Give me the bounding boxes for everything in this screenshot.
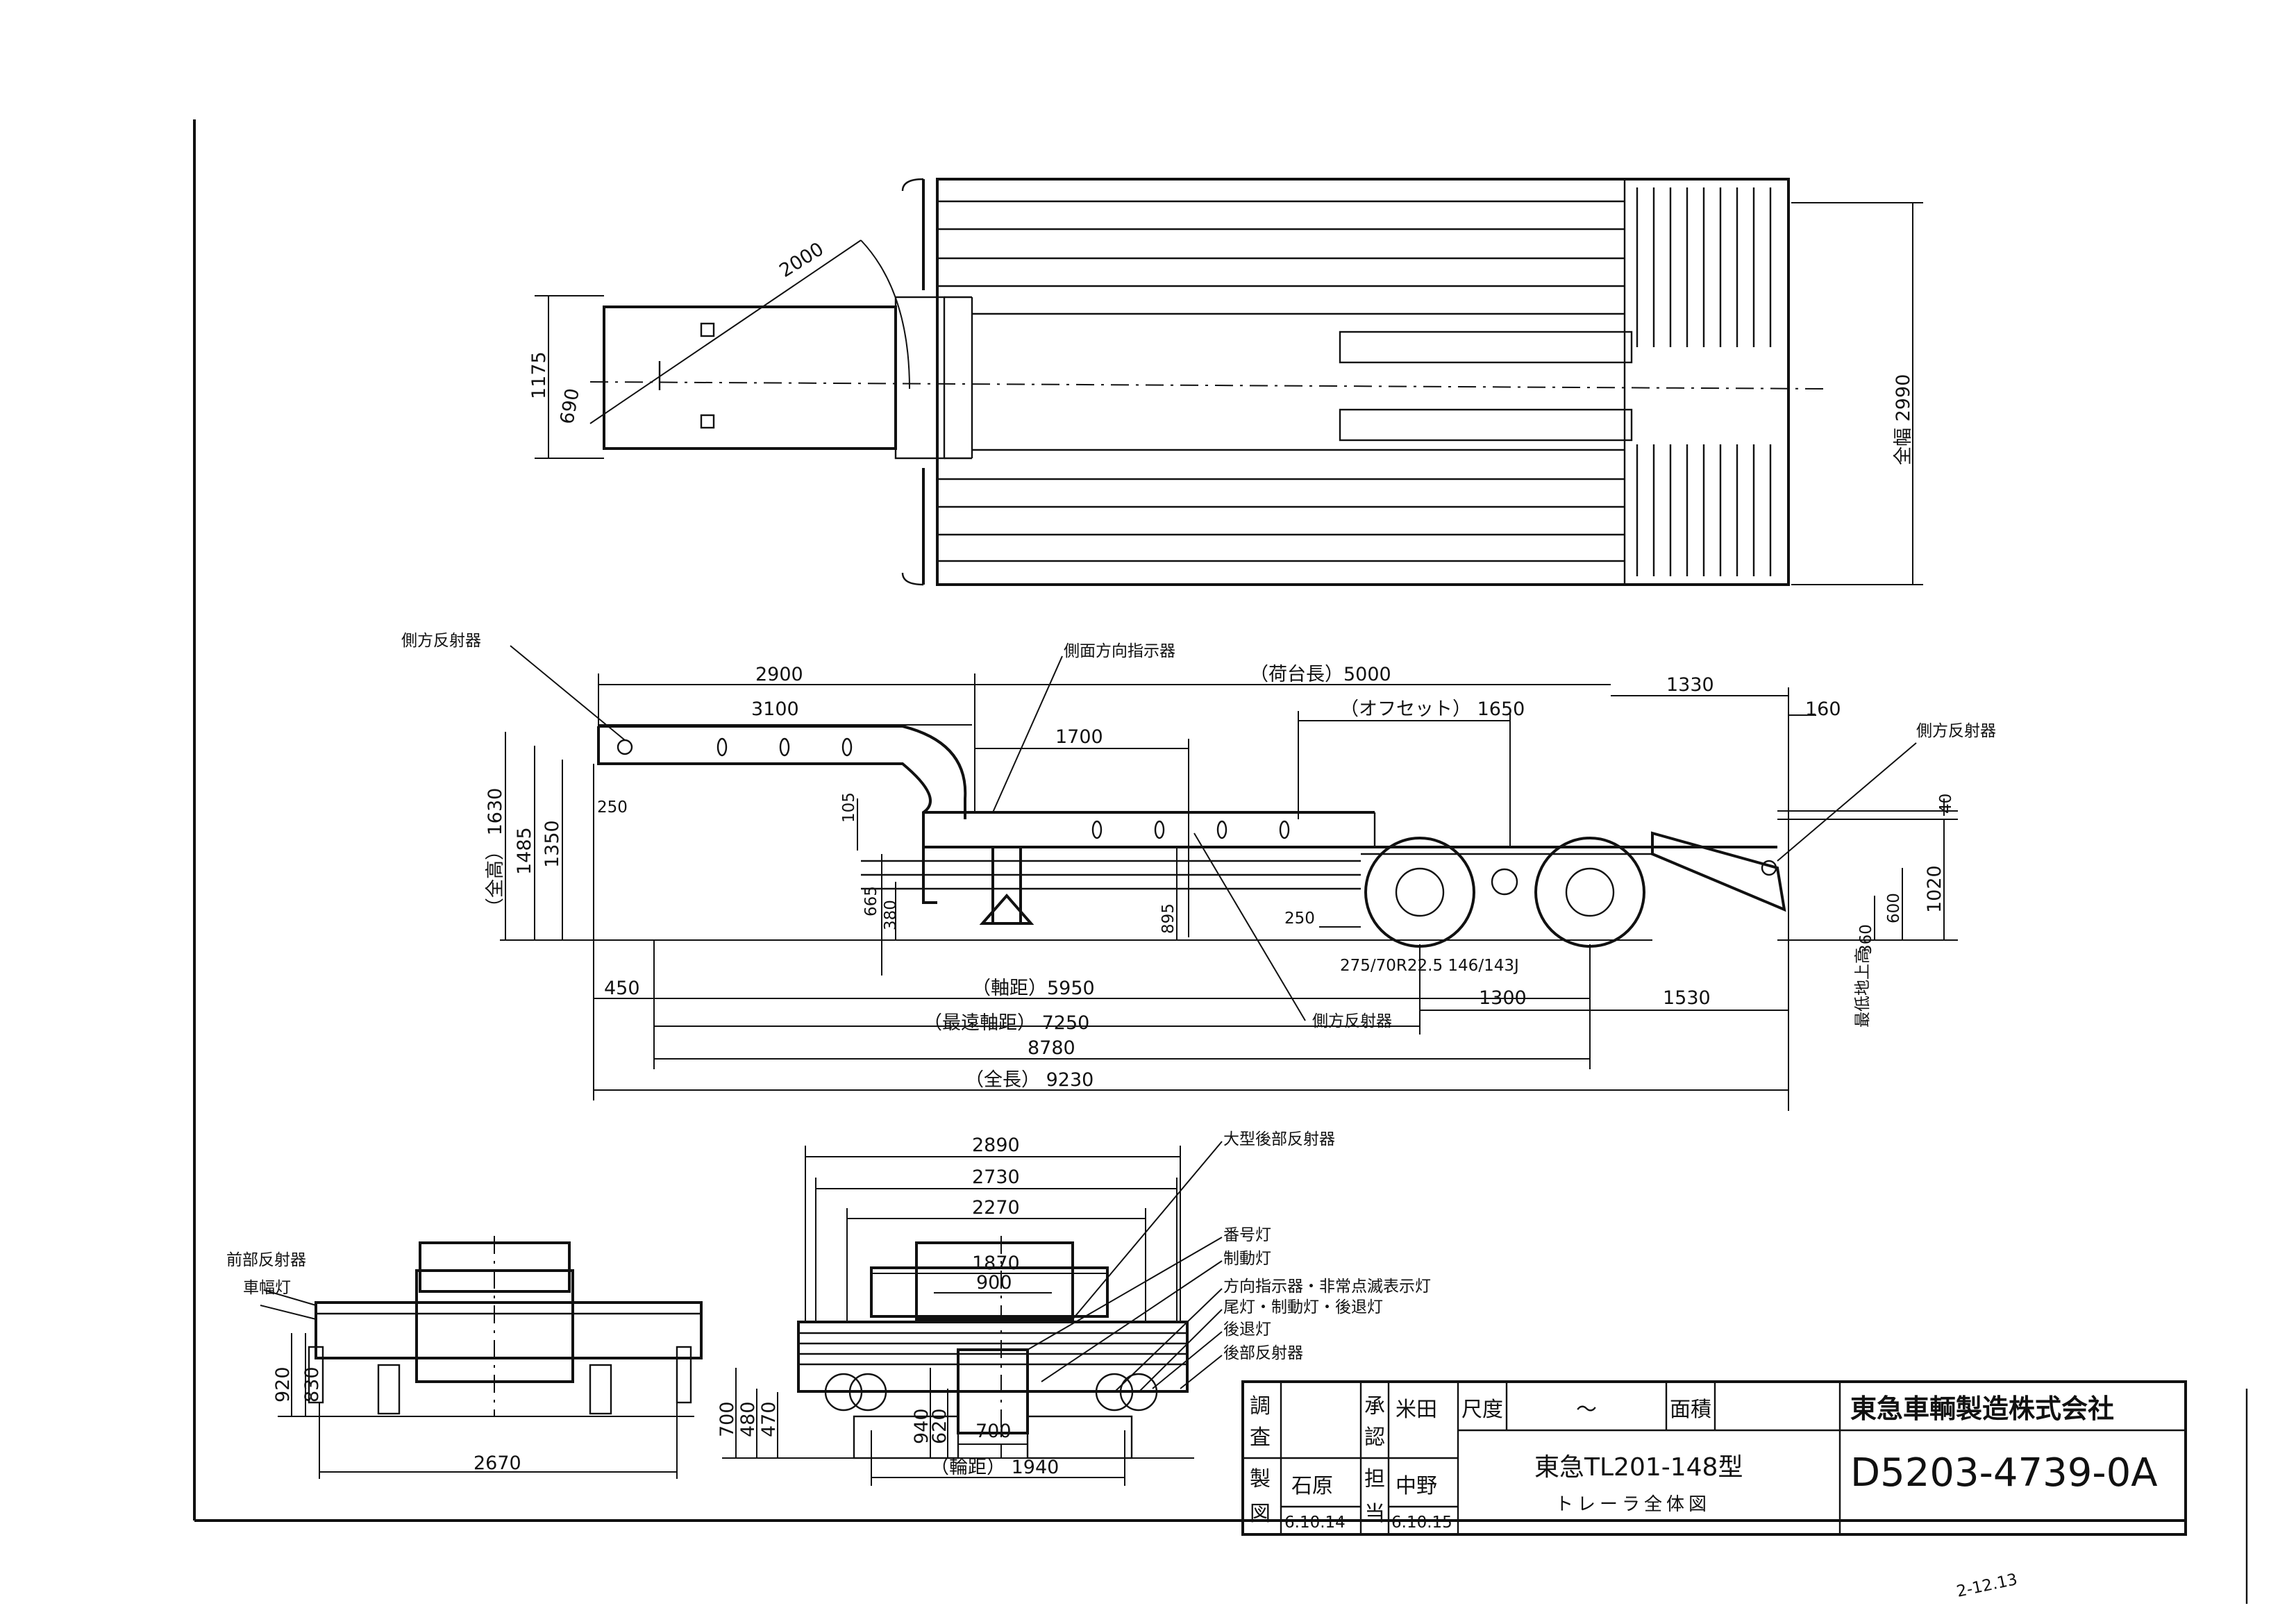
dim-830: 830 — [301, 1366, 323, 1403]
dim-2990: 全幅 2990 — [1893, 374, 1914, 465]
label-reflector-front: 側方反射器 — [401, 632, 481, 650]
label-large-rear-reflector: 大型後部反射器 — [1223, 1130, 1335, 1148]
dim-2000: 2000 — [776, 238, 828, 282]
dim-480: 480 — [737, 1401, 759, 1437]
label-tail-lamp: 尾灯・制動灯・後退灯 — [1223, 1298, 1383, 1316]
dim-700-horizontal: 700 — [975, 1421, 1012, 1442]
tb-chosa-2: 査 — [1250, 1425, 1271, 1450]
dim-overall-length: （全長） 9230 — [965, 1069, 1093, 1091]
tb-drawn-1: 製 — [1250, 1467, 1271, 1491]
dim-690: 690 — [556, 387, 583, 426]
dim-1175: 1175 — [528, 351, 550, 399]
dim-360: 360 — [1857, 924, 1875, 955]
label-stop-lamp: 制動灯 — [1223, 1250, 1271, 1268]
dim-2730: 2730 — [972, 1166, 1020, 1188]
tb-shonin-2: 認 — [1364, 1425, 1385, 1450]
dim-1700: 1700 — [1055, 726, 1103, 748]
dim-470: 470 — [758, 1401, 780, 1437]
margin-note: 2-12.13 — [1955, 1571, 2019, 1601]
label-reflector-mid: 側方反射器 — [1312, 1012, 1392, 1030]
tb-shonin-1: 承 — [1364, 1394, 1385, 1418]
tb-subtitle: トレーラ全体図 — [1555, 1494, 1711, 1515]
dim-offset: （オフセット） 1650 — [1340, 698, 1525, 720]
dim-1300: 1300 — [1479, 987, 1527, 1009]
dim-700-vertical: 700 — [717, 1401, 738, 1437]
rear-view — [722, 1141, 1223, 1486]
dim-max-wheelbase: （最遠軸距） 7250 — [923, 1012, 1089, 1034]
dim-1530: 1530 — [1663, 987, 1711, 1009]
front-view — [260, 1236, 703, 1479]
tb-scale-value: ～ — [1576, 1398, 1597, 1422]
dim-1870: 1870 — [972, 1253, 1020, 1274]
side-view — [500, 645, 1958, 1111]
title-block — [1241, 1380, 2187, 1536]
dim-250-rear: 250 — [1284, 910, 1315, 928]
dim-620: 620 — [929, 1408, 950, 1444]
tb-drawn-2: 図 — [1250, 1502, 1271, 1526]
dim-1330: 1330 — [1666, 674, 1714, 696]
tb-drawn-sign: 石原 — [1291, 1474, 1333, 1498]
label-ground-clearance: 最低地上高 — [1854, 948, 1872, 1028]
tb-area-label: 面積 — [1670, 1398, 1711, 1422]
dim-1350: 1350 — [542, 820, 563, 868]
dim-2670: 2670 — [474, 1453, 521, 1474]
dim-380: 380 — [882, 900, 900, 930]
dim-1020: 1020 — [1924, 865, 1945, 913]
dim-overall-height: （全高） 1630 — [485, 788, 506, 916]
tb-model: 東急TL201-148型 — [1534, 1453, 1743, 1482]
label-backup-lamp: 後退灯 — [1223, 1321, 1271, 1339]
tb-charge-sign: 中野 — [1396, 1474, 1437, 1498]
dim-track: （輪距） 1940 — [930, 1457, 1059, 1478]
dim-895: 895 — [1159, 903, 1178, 934]
tb-drawing-number: D5203-4739-0A — [1850, 1450, 2158, 1496]
dim-665: 665 — [862, 886, 880, 916]
tb-scale-label: 尺度 — [1461, 1398, 1503, 1422]
tb-chosa-1: 調 — [1250, 1394, 1271, 1418]
tb-company: 東急車輌製造株式会社 — [1850, 1393, 2114, 1424]
tb-charge-date: 6.10.15 — [1391, 1514, 1452, 1532]
dim-160: 160 — [1805, 698, 1841, 720]
dim-2900: 2900 — [755, 664, 803, 685]
dim-2890: 2890 — [972, 1135, 1020, 1156]
dim-900: 900 — [976, 1272, 1012, 1294]
label-turn-signal: 側面方向指示器 — [1064, 642, 1175, 660]
tb-drawn-date: 6.10.14 — [1284, 1514, 1346, 1532]
label-reflector-rear: 側方反射器 — [1916, 722, 1996, 740]
tb-charge-2: 当 — [1364, 1502, 1385, 1526]
label-plate-lamp: 番号灯 — [1223, 1226, 1271, 1244]
tb-charge-1: 担 — [1364, 1467, 1385, 1491]
dim-8780: 8780 — [1028, 1037, 1075, 1059]
label-side-lamp: 車幅灯 — [243, 1279, 291, 1297]
dim-40: 40 — [1937, 794, 1955, 814]
dim-940: 940 — [911, 1408, 932, 1444]
dim-2270: 2270 — [972, 1197, 1020, 1219]
dim-600: 600 — [1885, 893, 1903, 923]
label-rear-reflector: 後部反射器 — [1223, 1344, 1303, 1362]
dim-450: 450 — [604, 978, 640, 999]
dim-250-front: 250 — [597, 798, 628, 817]
sheet-border — [193, 119, 2248, 1604]
dim-deck-length: （荷台長）5000 — [1250, 664, 1391, 685]
dim-1485: 1485 — [514, 827, 535, 875]
tb-shonin-sign: 米田 — [1396, 1398, 1437, 1422]
dim-3100: 3100 — [751, 698, 799, 720]
top-view — [535, 178, 1923, 586]
dim-wheelbase: （軸距）5950 — [972, 978, 1095, 999]
label-front-reflector: 前部反射器 — [226, 1251, 306, 1269]
dim-105: 105 — [840, 792, 858, 823]
label-turn-combo: 方向指示器・非常点滅表示灯 — [1223, 1278, 1431, 1296]
dim-920: 920 — [272, 1366, 294, 1403]
tire-spec: 275/70R22.5 146/143J — [1340, 957, 1519, 975]
